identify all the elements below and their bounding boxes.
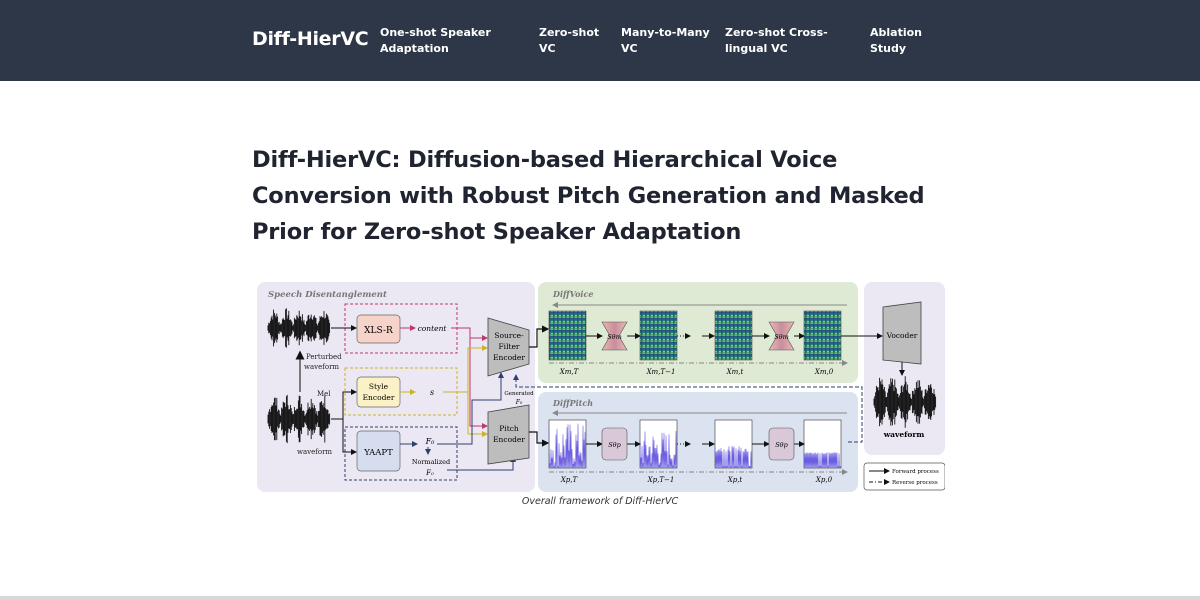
score-network-m xyxy=(601,321,628,351)
legend-reverse: Reverse process xyxy=(892,480,938,486)
pitch-encoder-label: Encoder xyxy=(493,435,525,444)
diffvoice-label: DiffVoice xyxy=(552,289,593,299)
label: waveform xyxy=(304,363,339,371)
diffpitch-label: DiffPitch xyxy=(552,398,593,408)
score-network-p xyxy=(601,427,628,461)
nav-label: One-shot Speaker xyxy=(380,26,491,39)
nav-label: Adaptation xyxy=(380,41,449,55)
nav-label: lingual VC xyxy=(725,41,788,55)
normalized-label: Normalized xyxy=(412,458,450,466)
xp-label: Xp,0 xyxy=(815,476,833,484)
mel-spectrogram xyxy=(639,310,678,361)
label: Perturbed xyxy=(306,353,342,361)
f0-label: F₀ xyxy=(425,437,436,446)
page-bottom-border xyxy=(0,596,1200,600)
yaapt-box-label: YAAPT xyxy=(363,448,393,458)
f0-normalized-label: F₀ xyxy=(425,469,434,477)
input-waveform-icon xyxy=(267,394,331,444)
style-vector-label: s xyxy=(430,388,434,397)
diffpitch-panel xyxy=(538,392,858,492)
pitch-plot xyxy=(714,419,753,469)
source-filter-encoder-label: Encoder xyxy=(493,353,525,362)
xp-label: Xp,T−1 xyxy=(647,476,675,484)
nav-label: Zero-shot xyxy=(539,26,600,39)
nav-label: Ablation xyxy=(870,26,922,39)
mel-spectrogram xyxy=(803,310,842,361)
xm-label: Xm,t xyxy=(726,368,744,376)
style-encoder-label: Encoder xyxy=(363,393,395,402)
xm-label: Xm,0 xyxy=(814,368,834,376)
xm-label: Xm,T xyxy=(559,368,580,376)
brand-link[interactable]: Diff-HierVC xyxy=(252,28,369,50)
nav-label: VC xyxy=(539,41,556,55)
xp-label: Xp,T xyxy=(560,476,579,484)
mel-spectrogram xyxy=(714,310,753,361)
pitch-plot xyxy=(803,419,842,469)
pitch-plot xyxy=(639,419,678,469)
generated-f0-label: Generated xyxy=(504,391,534,397)
label: waveform xyxy=(883,430,925,439)
mel-spectrogram xyxy=(548,310,587,361)
nav-cross-lingual[interactable]: Zero-shot Cross-lingual VC xyxy=(725,25,828,56)
label: Mel xyxy=(317,390,331,398)
nav-label: Many-to-Many xyxy=(621,26,710,39)
speech-panel-label: Speech Disentanglement xyxy=(268,290,387,300)
score-network-p xyxy=(768,427,795,461)
nav-label: VC xyxy=(621,41,638,55)
pitch-encoder-label: Pitch xyxy=(499,424,519,433)
xp-label: Xp,t xyxy=(727,476,743,484)
generated-f0-label: F₀ xyxy=(515,399,523,406)
source-filter-encoder-label: Source- xyxy=(494,331,524,340)
legend-forward: Forward process xyxy=(892,469,939,475)
nav-label: Zero-shot Cross- xyxy=(725,26,828,39)
xm-label: Xm,T−1 xyxy=(646,368,676,376)
output-waveform-icon xyxy=(873,376,937,428)
svg-text:Sθm: Sθm xyxy=(774,333,789,341)
svg-text:Sθp: Sθp xyxy=(775,441,788,449)
svg-text:Sθp: Sθp xyxy=(608,441,621,449)
nav-label: Study xyxy=(870,41,907,55)
xlsr-box-label: XLS-R xyxy=(364,326,393,336)
svg-text:Sθm: Sθm xyxy=(607,333,622,341)
diffvoice-panel xyxy=(538,282,858,383)
page-title: Diff-HierVC: Diffusion-based Hierarchica… xyxy=(252,147,925,245)
pitch-plot xyxy=(548,419,587,469)
content-label: content xyxy=(418,324,448,333)
source-filter-encoder-label: Filter xyxy=(498,342,519,351)
vocoder-label: Vocoder xyxy=(886,331,918,340)
framework-figure: Speech Disentanglement Perturbed wavefor… xyxy=(257,282,945,492)
score-network-m xyxy=(768,321,795,351)
style-encoder-label: Style xyxy=(369,382,389,391)
perturbed-waveform-icon xyxy=(267,308,331,348)
figure-caption: Overall framework of Diff-HierVC xyxy=(521,496,679,507)
label: waveform xyxy=(297,448,332,456)
